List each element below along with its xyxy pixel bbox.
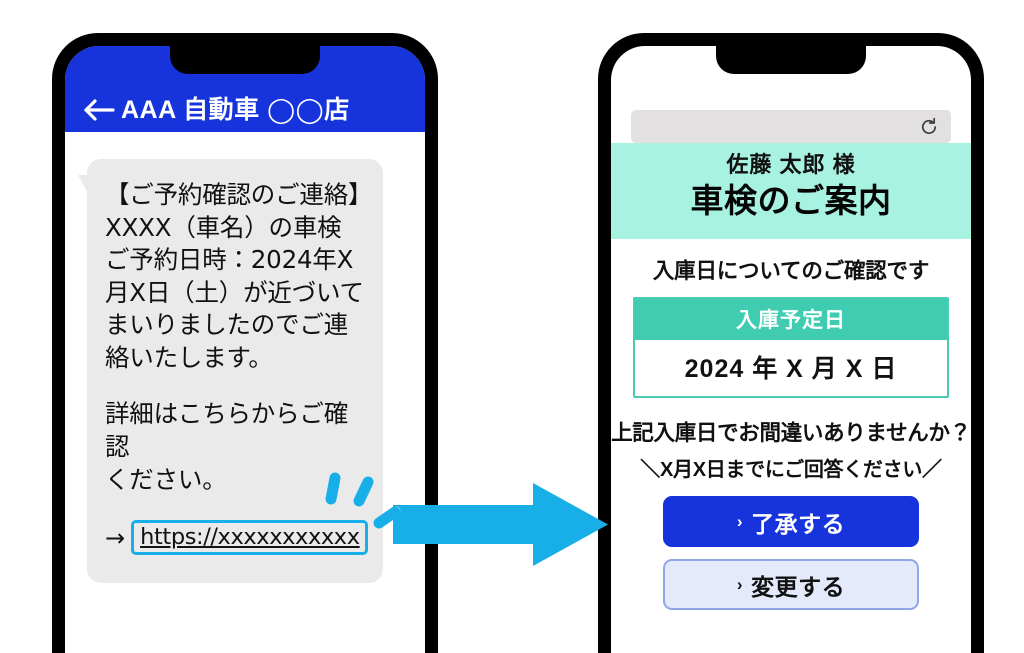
message-line: 詳細はこちらからご確認 (105, 399, 348, 462)
chevron-right-icon: › (736, 511, 744, 531)
scheduled-date-card: 入庫予定日 2024 年 X 月 X 日 (633, 297, 949, 398)
scheduled-date-value: 2024 年 X 月 X 日 (635, 340, 947, 396)
browser-address-bar[interactable] (631, 110, 951, 143)
message-bubble-tail (78, 175, 98, 199)
message-line: XXXX（車名）の車検 (105, 212, 342, 242)
approve-button[interactable]: › 了承する (663, 496, 919, 547)
message-line: 絡いたします。 (105, 342, 273, 372)
link-pointer-arrow-icon: → (105, 523, 126, 552)
phone-screen-webpage: 佐藤 太郎 様 車検のご案内 入庫日についてのご確認です 入庫予定日 2024 … (611, 46, 971, 653)
change-button[interactable]: › 変更する (663, 559, 919, 610)
message-paragraph-gap (105, 374, 369, 398)
phone-mockup-message: AAA 自動車 ◯◯店 【ご予約確認のご連絡】 XXXX（車名）の車検 ご予約日… (52, 33, 438, 653)
customer-name: 佐藤 太郎 様 (726, 152, 856, 177)
right-arrow-icon (393, 483, 608, 566)
scheduled-date-label: 入庫予定日 (635, 299, 947, 340)
message-line: ください。 (105, 464, 227, 494)
message-link-row: → https://xxxxxxxxxxx (105, 520, 369, 556)
message-thread: 【ご予約確認のご連絡】 XXXX（車名）の車検 ご予約日時：2024年X 月X日… (65, 132, 425, 653)
chevron-right-icon: › (736, 574, 744, 594)
phone-mockup-webpage: 佐藤 太郎 様 車検のご案内 入庫日についてのご確認です 入庫予定日 2024 … (598, 33, 984, 653)
phone-screen-message: AAA 自動車 ◯◯店 【ご予約確認のご連絡】 XXXX（車名）の車検 ご予約日… (65, 46, 425, 653)
message-link-highlight[interactable]: https://xxxxxxxxxxx (131, 520, 368, 556)
response-deadline: ＼X月X日までにご回答ください／ (640, 459, 942, 481)
confirmation-question: 上記入庫日でお間違いありませんか？ (611, 421, 971, 445)
message-bubble-wrapper: 【ご予約確認のご連絡】 XXXX（車名）の車検 ご予約日時：2024年X 月X日… (78, 159, 383, 584)
message-app-title: AAA 自動車 ◯◯店 (121, 96, 350, 124)
page-content: 入庫日についてのご確認です 入庫予定日 2024 年 X 月 X 日 上記入庫日… (611, 239, 971, 653)
back-arrow-icon[interactable] (77, 97, 121, 123)
reload-icon[interactable] (919, 117, 939, 137)
message-link-text[interactable]: https://xxxxxxxxxxx (140, 524, 360, 551)
message-bubble: 【ご予約確認のご連絡】 XXXX（車名）の車検 ご予約日時：2024年X 月X日… (78, 159, 383, 584)
change-button-label: 変更する (751, 573, 846, 600)
message-line: ご予約日時：2024年X (105, 245, 354, 275)
page-title: 車検のご案内 (690, 181, 892, 219)
approve-button-label: 了承する (751, 510, 846, 537)
lead-text: 入庫日についてのご確認です (652, 259, 930, 283)
message-line: 【ご予約確認のご連絡】 (105, 180, 373, 209)
message-line: 月X日（土）が近づいて (105, 277, 364, 307)
message-line: まいりましたのでご連 (105, 310, 348, 340)
page-hero-banner: 佐藤 太郎 様 車検のご案内 (611, 143, 971, 239)
phone-notch-left (170, 46, 320, 74)
phone-notch-right (716, 46, 866, 74)
